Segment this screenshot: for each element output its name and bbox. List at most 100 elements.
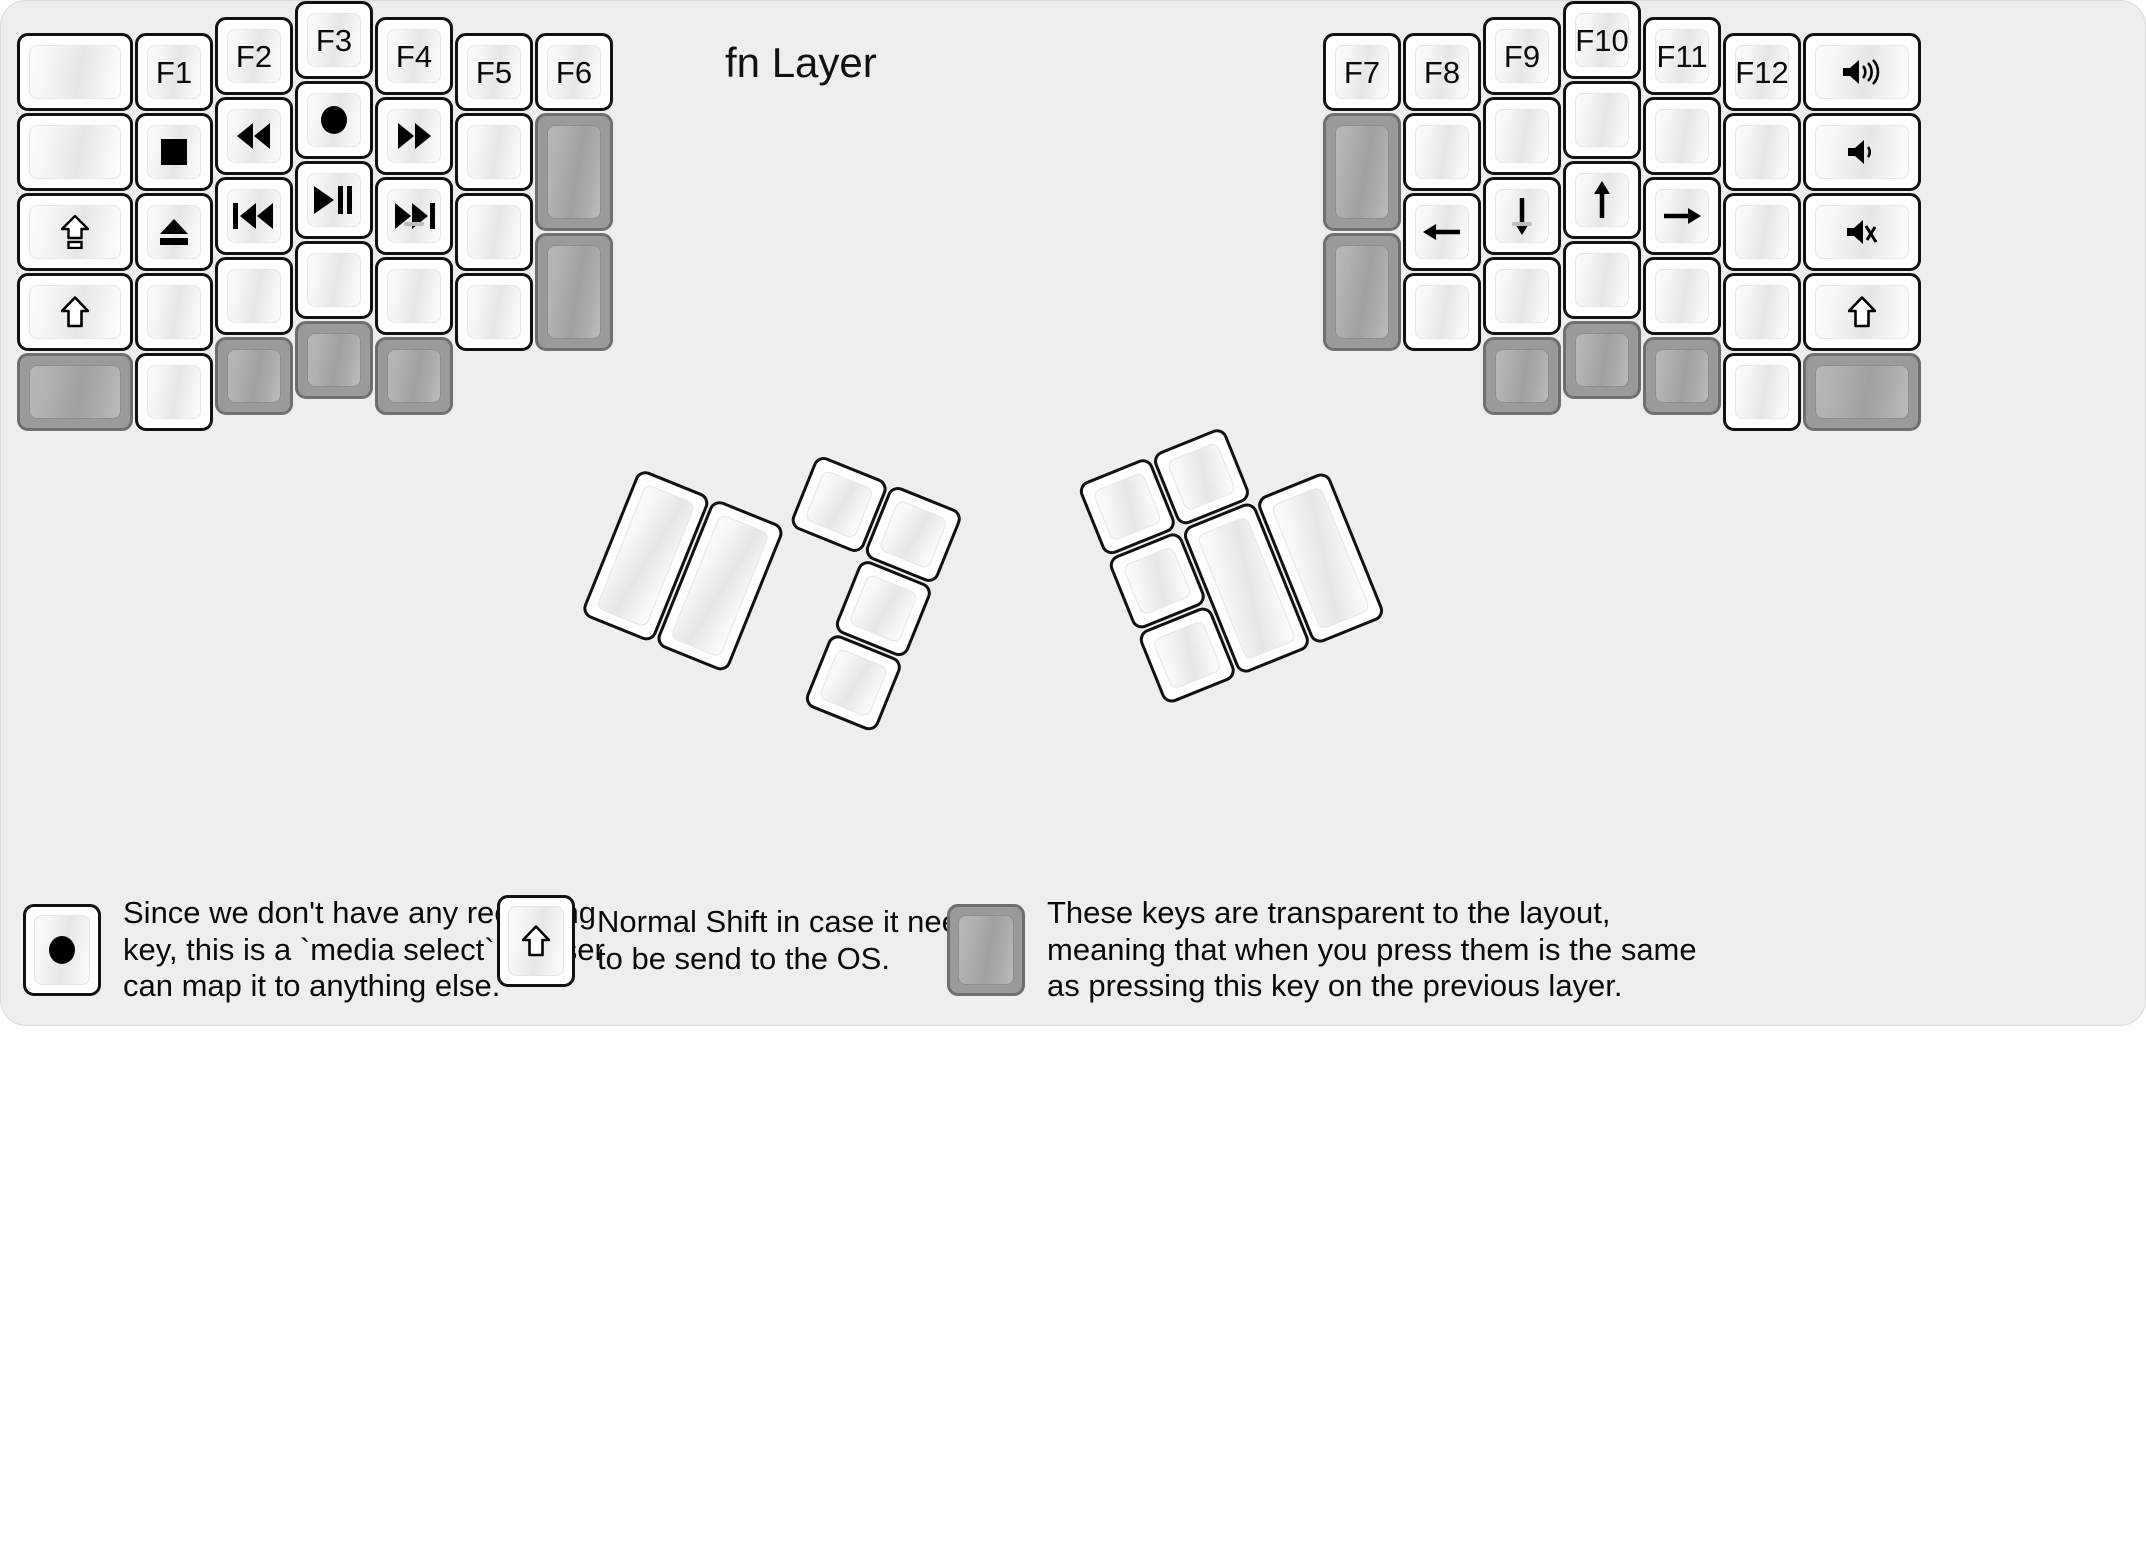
left-key-pinky-outer-4[interactable] [17, 353, 133, 431]
right-key-middle-1[interactable] [1563, 81, 1641, 159]
homing-bar [1512, 222, 1532, 226]
left-key-index-inner-2[interactable] [455, 193, 533, 271]
key-cap [227, 109, 281, 163]
left-key-index-4[interactable] [375, 337, 453, 415]
key-cap [147, 365, 201, 419]
key-label: F1 [155, 54, 193, 90]
media-fast-forward-icon [396, 123, 432, 149]
left-key-middle-3[interactable] [295, 241, 373, 319]
right-key-index-0[interactable]: F9 [1483, 17, 1561, 95]
right-key-middle-4[interactable] [1563, 321, 1641, 399]
key-cap [307, 173, 361, 227]
right-key-index-4[interactable] [1483, 337, 1561, 415]
key-label: F11 [1656, 38, 1708, 74]
left-key-middle-4[interactable] [295, 321, 373, 399]
left-key-middle-0[interactable]: F3 [295, 1, 373, 79]
legend-panel: Since we don't have any recording key, t… [9, 867, 2139, 1019]
left-key-inner-extra-0[interactable]: F6 [535, 33, 613, 111]
right-key-pinky-1[interactable] [1723, 113, 1801, 191]
left-key-index-1[interactable] [375, 97, 453, 175]
right-key-inner-extra-2[interactable] [1323, 233, 1401, 351]
left-key-ring-3[interactable] [215, 257, 293, 335]
right-key-index-inner-2[interactable] [1403, 193, 1481, 271]
left-key-index-inner-3[interactable] [455, 273, 533, 351]
arrow-down-icon [1509, 196, 1535, 236]
key-cap [467, 285, 521, 339]
left-key-index-0[interactable]: F4 [375, 17, 453, 95]
key-cap [1092, 471, 1163, 542]
right-key-index-2[interactable] [1483, 177, 1561, 255]
key-cap [29, 205, 121, 259]
right-key-inner-extra-1[interactable] [1323, 113, 1401, 231]
left-key-index-inner-1[interactable] [455, 113, 533, 191]
right-key-ring-0[interactable]: F11 [1643, 17, 1721, 95]
key-cap [307, 93, 361, 147]
key-cap: F7 [1335, 45, 1389, 99]
left-key-index-inner-0[interactable]: F5 [455, 33, 533, 111]
left-key-ring-2[interactable] [215, 177, 293, 255]
left-key-pinky-0[interactable]: F1 [135, 33, 213, 111]
left-key-pinky-outer-0[interactable] [17, 33, 133, 111]
left-key-ring-4[interactable] [215, 337, 293, 415]
right-key-index-3[interactable] [1483, 257, 1561, 335]
left-key-inner-extra-2[interactable] [535, 233, 613, 351]
left-key-ring-1[interactable] [215, 97, 293, 175]
left-key-pinky-1[interactable] [135, 113, 213, 191]
right-key-pinky-3[interactable] [1723, 273, 1801, 351]
left-key-inner-extra-1[interactable] [535, 113, 613, 231]
right-key-index-inner-1[interactable] [1403, 113, 1481, 191]
left-key-ring-0[interactable]: F2 [215, 17, 293, 95]
left-key-pinky-outer-1[interactable] [17, 113, 133, 191]
key-cap [467, 205, 521, 259]
left-key-index-2[interactable] [375, 177, 453, 255]
right-key-middle-3[interactable] [1563, 241, 1641, 319]
left-key-index-3[interactable] [375, 257, 453, 335]
left-key-middle-2[interactable] [295, 161, 373, 239]
right-key-ring-3[interactable] [1643, 257, 1721, 335]
right-key-pinky-2[interactable] [1723, 193, 1801, 271]
right-key-ring-2[interactable] [1643, 177, 1721, 255]
key-cap: F1 [147, 45, 201, 99]
left-key-pinky-outer-3[interactable] [17, 273, 133, 351]
legend-item-2: These keys are transparent to the layout… [947, 895, 1697, 1005]
right-key-ring-1[interactable] [1643, 97, 1721, 175]
key-label: F7 [1343, 54, 1381, 90]
key-cap [1735, 365, 1789, 419]
left-key-pinky-3[interactable] [135, 273, 213, 351]
key-cap [1495, 349, 1549, 403]
left-key-middle-1[interactable] [295, 81, 373, 159]
key-cap [387, 189, 441, 243]
right-key-ring-4[interactable] [1643, 337, 1721, 415]
key-cap [1152, 619, 1223, 691]
left-key-pinky-outer-2[interactable] [17, 193, 133, 271]
legend-item-1: Normal Shift in case it needs to be send… [497, 895, 992, 987]
right-key-index-inner-0[interactable]: F8 [1403, 33, 1481, 111]
right-key-pinky-outer-2[interactable] [1803, 193, 1921, 271]
media-rewind-icon [236, 123, 272, 149]
key-cap [1815, 125, 1909, 179]
volume-down-icon [1847, 138, 1877, 166]
right-key-pinky-outer-3[interactable] [1803, 273, 1921, 351]
right-key-middle-2[interactable] [1563, 161, 1641, 239]
left-key-pinky-4[interactable] [135, 353, 213, 431]
key-cap [387, 109, 441, 163]
key-cap [147, 205, 201, 259]
right-key-index-1[interactable] [1483, 97, 1561, 175]
media-record-icon [319, 105, 349, 135]
key-cap [29, 365, 121, 419]
right-key-pinky-outer-1[interactable] [1803, 113, 1921, 191]
media-play-pause-icon [314, 186, 354, 214]
right-key-inner-extra-0[interactable]: F7 [1323, 33, 1401, 111]
key-cap [29, 45, 121, 99]
right-key-middle-0[interactable]: F10 [1563, 1, 1641, 79]
key-cap [1575, 333, 1629, 387]
left-key-pinky-2[interactable] [135, 193, 213, 271]
right-key-pinky-4[interactable] [1723, 353, 1801, 431]
right-key-index-inner-3[interactable] [1403, 273, 1481, 351]
key-cap [1575, 173, 1629, 227]
key-cap [1815, 205, 1909, 259]
right-key-pinky-0[interactable]: F12 [1723, 33, 1801, 111]
right-key-pinky-outer-0[interactable] [1803, 33, 1921, 111]
media-record-icon [47, 935, 77, 965]
right-key-pinky-outer-4[interactable] [1803, 353, 1921, 431]
